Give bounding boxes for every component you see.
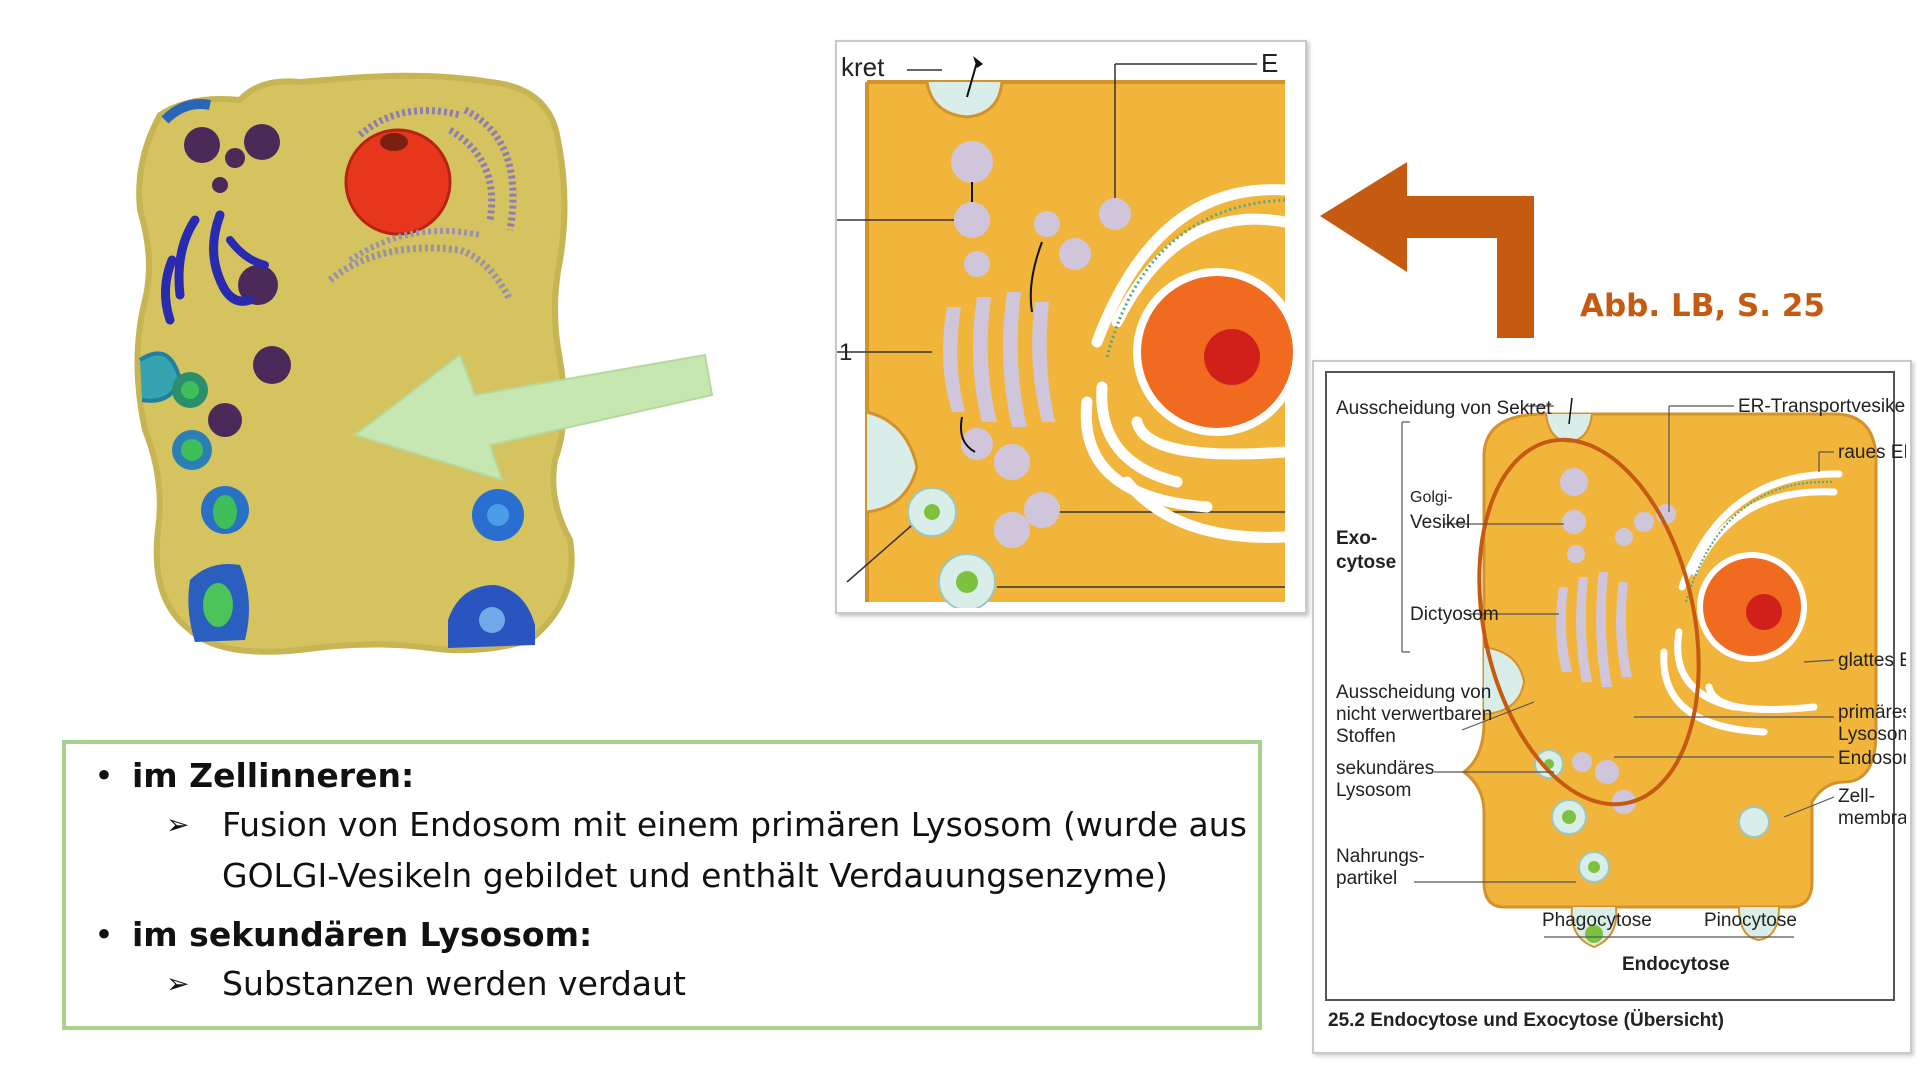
sub-text-line: Fusion von Endosom mit einem primären Ly… xyxy=(222,805,1247,844)
label-endocytose: Endocytose xyxy=(1622,954,1730,975)
label-pinocytose: Pinocytose xyxy=(1704,910,1797,931)
info-box: •im Zellinneren: ➢Fusion von Endosom mit… xyxy=(62,740,1262,1030)
label-sek-lysosom: Lysosom xyxy=(1336,780,1411,801)
label-phagocytose: Phagocytose xyxy=(1542,910,1652,931)
bullet-title: im sekundären Lysosom: xyxy=(132,915,592,954)
bullet-item: •im Zellinneren: ➢Fusion von Endosom mit… xyxy=(76,756,1247,901)
zoom-label-e: E xyxy=(1261,48,1278,78)
label-membran: membran xyxy=(1838,808,1906,829)
label-primaeres: primäres xyxy=(1838,702,1906,723)
label-nicht-1: Ausscheidung von xyxy=(1336,682,1491,703)
label-nicht-2: nicht verwertbaren xyxy=(1336,704,1492,725)
zoom-label-1: 1 xyxy=(839,339,852,366)
label-cytose: cytose xyxy=(1336,552,1396,573)
label-nicht-3: Stoffen xyxy=(1336,726,1396,747)
label-glattes-er: glattes ER xyxy=(1838,650,1906,671)
label-primaer-lysosom: Lysosom xyxy=(1838,724,1906,745)
bullet-item: •im sekundären Lysosom: ➢Substanzen werd… xyxy=(76,915,1247,1009)
bullet-dot: • xyxy=(76,756,132,795)
label-exo: Exo- xyxy=(1336,528,1377,549)
label-raues-er: raues ER xyxy=(1838,442,1906,463)
orange-arrow-icon xyxy=(1312,160,1537,340)
label-endosom: Endosom xyxy=(1838,748,1906,769)
green-arrow-icon xyxy=(350,350,720,490)
label-partikel: partikel xyxy=(1336,868,1397,889)
label-ausscheidung-sekret: Ausscheidung von Sekret xyxy=(1336,398,1552,419)
reference-label: Abb. LB, S. 25 xyxy=(1580,288,1825,324)
figure-caption: 25.2 Endocytose und Exocytose (Übersicht… xyxy=(1328,1010,1724,1031)
zoom-label-kret: kret xyxy=(841,52,885,82)
bullet-dot: • xyxy=(76,915,132,954)
label-er-transportvesikel: ER-Transportvesikel xyxy=(1738,396,1906,417)
arrow-bullet-icon: ➢ xyxy=(166,958,222,1009)
label-golgi: Golgi- xyxy=(1410,489,1453,506)
arrow-bullet-icon: ➢ xyxy=(166,799,222,850)
label-sekundaeres: sekundäres xyxy=(1336,758,1434,779)
zoomed-diagram: kret E 1 xyxy=(835,40,1307,614)
sub-text-line: Substanzen werden verdaut xyxy=(222,958,686,1009)
label-nahrungs: Nahrungs- xyxy=(1336,846,1425,867)
label-zell: Zell- xyxy=(1838,786,1875,807)
label-dictyosom: Dictyosom xyxy=(1410,604,1499,625)
sub-text-line: GOLGI-Vesikeln gebildet und enthält Verd… xyxy=(222,856,1168,895)
label-vesikel: Vesikel xyxy=(1410,512,1470,533)
overview-diagram: Ausscheidung von Sekret ER-Transportvesi… xyxy=(1312,360,1912,1054)
bullet-title: im Zellinneren: xyxy=(132,756,414,795)
